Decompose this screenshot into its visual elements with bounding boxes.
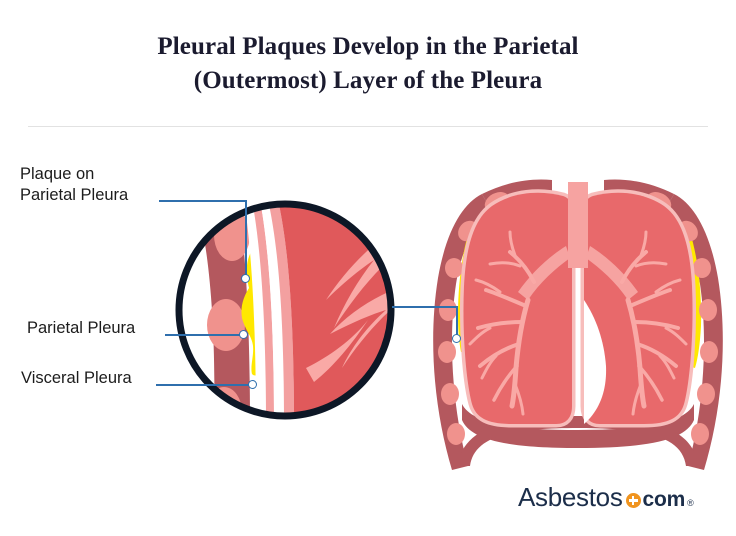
lung-right-outline [580, 189, 697, 428]
label-visceral-pleura: Visceral Pleura [21, 369, 132, 387]
connector-line-vertical [456, 306, 458, 338]
lung-left-body [463, 192, 572, 424]
plaque-left-lung [458, 228, 480, 352]
plaque-right-lung [679, 232, 702, 368]
chest-wall-right [664, 194, 723, 470]
rib-nodules-left [438, 191, 510, 445]
leader-line-plaque-horizontal [159, 200, 246, 202]
bronchial-tree-left [468, 230, 536, 416]
magnified-parietal-pleura [252, 204, 274, 416]
magnifier-inset [179, 204, 391, 416]
plus-in-circle-icon [625, 493, 641, 508]
bronchus-right [586, 246, 638, 300]
magnified-rib-nodules [206, 209, 250, 416]
rib-nodules-right [646, 191, 718, 445]
leader-dot-parietal [239, 330, 248, 339]
leader-dot-visceral [248, 380, 257, 389]
registered-trademark-mark: ® [687, 497, 694, 508]
page-title-line-2: (Outermost) Layer of the Pleura [193, 67, 543, 94]
label-parietal-pleura: Parietal Pleura [27, 319, 136, 337]
page-title-line-1: Pleural Plaques Develop in the Parietal [157, 33, 579, 60]
trachea [568, 182, 588, 268]
title-divider [28, 126, 708, 127]
magnified-lung-body [278, 204, 391, 416]
magnified-chest-wall [196, 204, 250, 416]
asbestos-com-logo[interactable]: Asbestos com ® [518, 482, 694, 513]
bronchial-tree-right [620, 230, 688, 416]
chest-wall-top-left [482, 179, 552, 212]
chest-wall-left [433, 194, 492, 470]
cardiac-notch [584, 300, 607, 424]
magnified-lung-vessels [306, 230, 391, 382]
label-plaque-line-1: Plaque on [20, 165, 95, 183]
diaphragm [462, 404, 694, 448]
magnified-visceral-pleura [268, 204, 294, 416]
connector-dot-lungs [452, 334, 461, 343]
lung-right-body [584, 192, 693, 424]
page-title: Pleural Plaques Develop in the Parietal … [0, 30, 736, 98]
chest-wall-top-right [604, 179, 674, 212]
connector-line-horizontal [392, 306, 458, 308]
magnified-pleural-cavity [244, 204, 266, 416]
bronchus-left [518, 246, 570, 300]
leader-dot-plaque [241, 274, 250, 283]
leader-line-plaque-vertical [245, 200, 247, 278]
label-plaque-line-2: Parietal Pleura [20, 186, 129, 204]
leader-line-parietal [165, 334, 243, 336]
magnified-pleural-space [260, 204, 284, 416]
lung-left-outline [459, 189, 576, 428]
label-plaque-on-parietal-pleura: Plaque on Parietal Pleura [20, 164, 128, 206]
leader-line-visceral [156, 384, 252, 386]
diaphragm-curve [458, 416, 698, 466]
logo-brand-text: Asbestos [518, 482, 623, 512]
logo-tld-text: com [642, 487, 686, 511]
